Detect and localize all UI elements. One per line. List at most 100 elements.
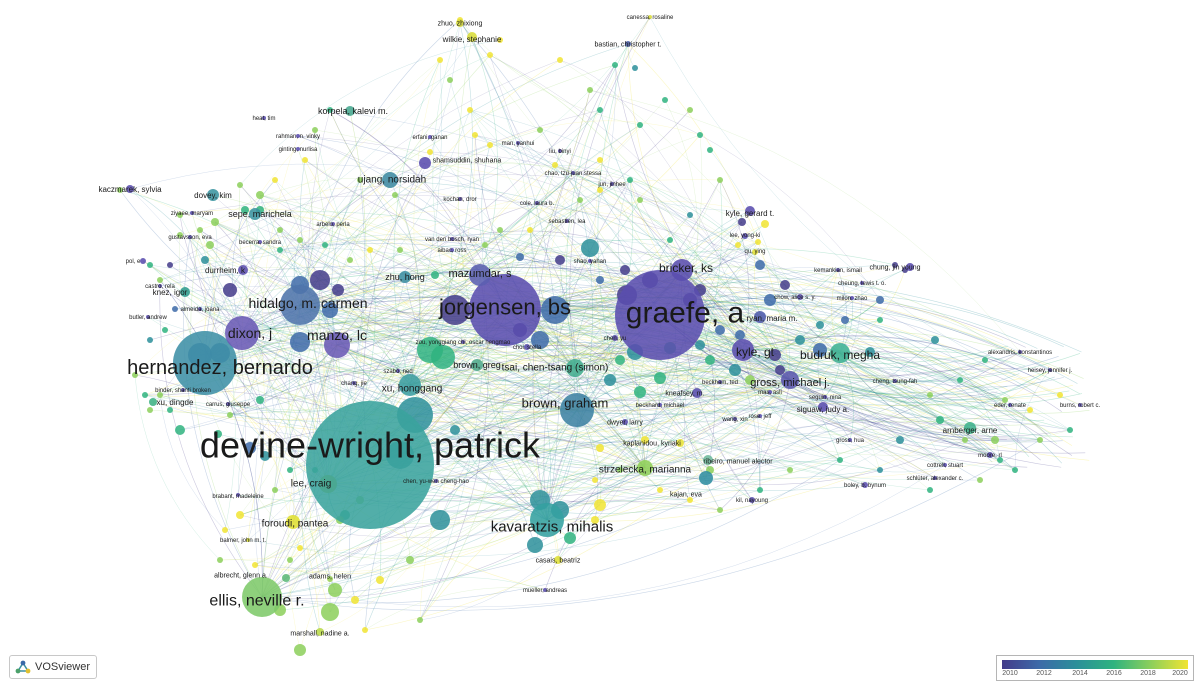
network-node[interactable] (440, 295, 470, 325)
author-label[interactable]: devine-wright, patrick (200, 425, 541, 466)
network-node[interactable] (181, 388, 185, 392)
network-node[interactable] (428, 135, 432, 139)
network-node[interactable] (676, 439, 684, 447)
network-node[interactable] (286, 515, 300, 529)
author-label[interactable]: ryan, maria m. (746, 314, 797, 323)
network-node[interactable] (732, 339, 754, 361)
network-node[interactable] (469, 274, 541, 346)
author-label[interactable]: kyle, gerard t. (726, 209, 774, 218)
author-label[interactable]: chen, yu-wen cheng-hao (403, 479, 469, 485)
author-label[interactable]: dwyer, larry (607, 419, 643, 426)
network-node[interactable] (850, 296, 854, 300)
network-node[interactable] (729, 364, 741, 376)
author-label[interactable]: boley, b. bynum (844, 483, 886, 489)
network-node[interactable] (596, 444, 604, 452)
author-label[interactable]: shao, yahan (574, 259, 607, 265)
network-nodes[interactable] (117, 15, 1082, 656)
author-label[interactable]: ginting, nurlisa (279, 147, 318, 153)
author-label[interactable]: durrheim, k (205, 266, 246, 275)
network-node[interactable] (577, 197, 583, 203)
network-node[interactable] (162, 327, 168, 333)
network-node[interactable] (256, 191, 264, 199)
network-node[interactable] (610, 182, 614, 186)
network-node[interactable] (687, 497, 693, 503)
network-node[interactable] (327, 107, 333, 113)
network-node[interactable] (242, 577, 282, 617)
network-node[interactable] (749, 497, 755, 503)
network-node[interactable] (662, 97, 668, 103)
network-node[interactable] (641, 436, 649, 444)
author-label[interactable]: strzelecka, marianna (599, 465, 692, 476)
network-node[interactable] (167, 407, 173, 413)
network-node[interactable] (637, 460, 653, 476)
network-node[interactable] (836, 268, 840, 272)
author-label[interactable]: chang, jie (341, 381, 367, 387)
author-label[interactable]: arnberger, arne (943, 426, 998, 435)
author-label[interactable]: beckhard, michael (636, 403, 685, 409)
network-node[interactable] (277, 247, 283, 253)
author-label[interactable]: gross, michael j. (750, 377, 829, 389)
author-label[interactable]: hernandez, bernardo (127, 357, 313, 379)
network-node[interactable] (957, 377, 963, 383)
network-node[interactable] (147, 262, 153, 268)
network-node[interactable] (198, 307, 202, 311)
network-node[interactable] (718, 380, 722, 384)
network-node[interactable] (427, 149, 433, 155)
network-node[interactable] (991, 436, 999, 444)
network-node[interactable] (306, 401, 434, 529)
network-node[interactable] (296, 147, 300, 151)
author-label[interactable]: alexandris, konstantinos (988, 350, 1052, 356)
network-node[interactable] (594, 499, 606, 511)
network-node[interactable] (302, 157, 308, 163)
author-label[interactable]: hidalgo, m. carmen (248, 295, 367, 311)
network-node[interactable] (241, 206, 249, 214)
network-node[interactable] (637, 122, 643, 128)
vosviewer-logo-button[interactable]: VOSviewer (9, 655, 97, 679)
author-label[interactable]: chao, tzu-juan stessa (545, 171, 602, 177)
author-label[interactable]: brabant, madeleine (212, 494, 264, 500)
author-label[interactable]: kil, nayoung (736, 498, 768, 504)
network-node[interactable] (399, 374, 421, 396)
network-node[interactable] (752, 249, 758, 255)
author-label[interactable]: marshall, nadine a. (290, 630, 349, 637)
network-node[interactable] (597, 187, 603, 193)
network-node[interactable] (1012, 467, 1018, 473)
network-node[interactable] (531, 331, 549, 349)
network-node[interactable] (745, 206, 755, 216)
network-node[interactable] (1018, 350, 1022, 354)
network-node[interactable] (487, 52, 493, 58)
network-node[interactable] (324, 332, 350, 358)
network-node[interactable] (977, 477, 983, 483)
network-node[interactable] (627, 177, 633, 183)
network-node[interactable] (260, 451, 270, 461)
author-label[interactable]: budruk, megha (800, 348, 880, 362)
network-node[interactable] (964, 422, 976, 434)
author-label[interactable]: almeida, joana (180, 307, 220, 313)
network-node[interactable] (367, 247, 373, 253)
network-node[interactable] (197, 227, 203, 233)
network-node[interactable] (157, 277, 163, 283)
author-label[interactable]: mueller, andreas (523, 588, 567, 594)
network-node[interactable] (612, 335, 618, 341)
network-node[interactable] (543, 588, 547, 592)
network-node[interactable] (830, 343, 850, 363)
network-node[interactable] (707, 147, 713, 153)
network-node[interactable] (876, 296, 884, 304)
author-label[interactable]: chung, jin young (870, 264, 921, 271)
network-node[interactable] (211, 218, 219, 226)
network-node[interactable] (587, 87, 593, 93)
network-node[interactable] (458, 197, 462, 201)
network-node[interactable] (287, 467, 293, 473)
author-label[interactable]: castro, rela (145, 284, 175, 290)
network-node[interactable] (591, 516, 599, 524)
network-node[interactable] (927, 487, 933, 493)
network-node[interactable] (322, 302, 338, 318)
author-label[interactable]: xu, dingde (157, 398, 194, 407)
author-label[interactable]: jorgensen, bs (438, 295, 571, 320)
author-label[interactable]: shamsuddin, shuhana (433, 157, 502, 164)
network-node[interactable] (787, 467, 793, 473)
network-node[interactable] (467, 32, 477, 42)
network-node[interactable] (497, 227, 503, 233)
